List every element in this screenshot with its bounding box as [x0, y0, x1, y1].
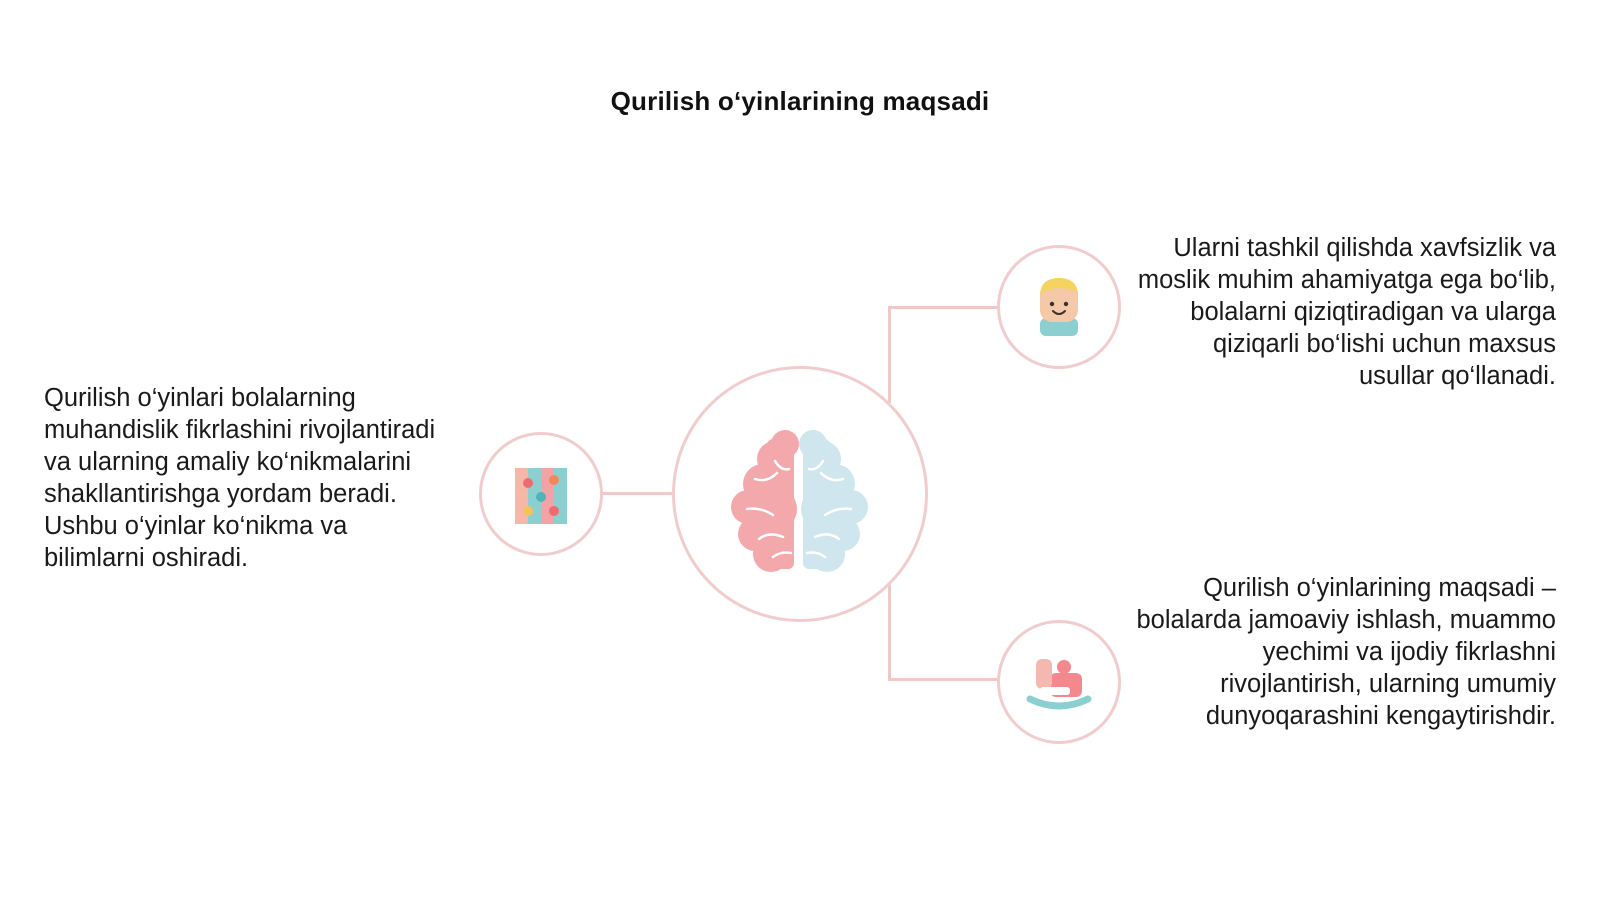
- left-description: Qurilish o‘yinlari bolalarning muhandisl…: [44, 384, 436, 572]
- connector-vertical-bottom: [888, 585, 891, 681]
- connector-vertical-top: [888, 306, 891, 403]
- brain-icon: [731, 430, 868, 572]
- connector-horizontal-top: [888, 306, 999, 309]
- center-brain-circle: [672, 366, 928, 622]
- child-face-icon: [1040, 278, 1078, 336]
- connector-horizontal-bottom: [888, 678, 999, 681]
- top-right-icon-circle: [997, 245, 1121, 369]
- bottom-right-icon-circle: [997, 620, 1121, 744]
- page-title: Qurilish o‘yinlarining maqsadi: [610, 86, 990, 116]
- puzzle-blocks-icon: [515, 468, 567, 524]
- bottom-right-description: Qurilish o‘yinlarining maqsadi – bolalar…: [1136, 574, 1556, 730]
- left-icon-circle: [479, 432, 603, 556]
- top-right-description: Ularni tashkil qilishda xavfsizlik va mo…: [1137, 234, 1556, 390]
- rocking-horse-icon: [1026, 659, 1092, 710]
- connector-left: [600, 492, 673, 495]
